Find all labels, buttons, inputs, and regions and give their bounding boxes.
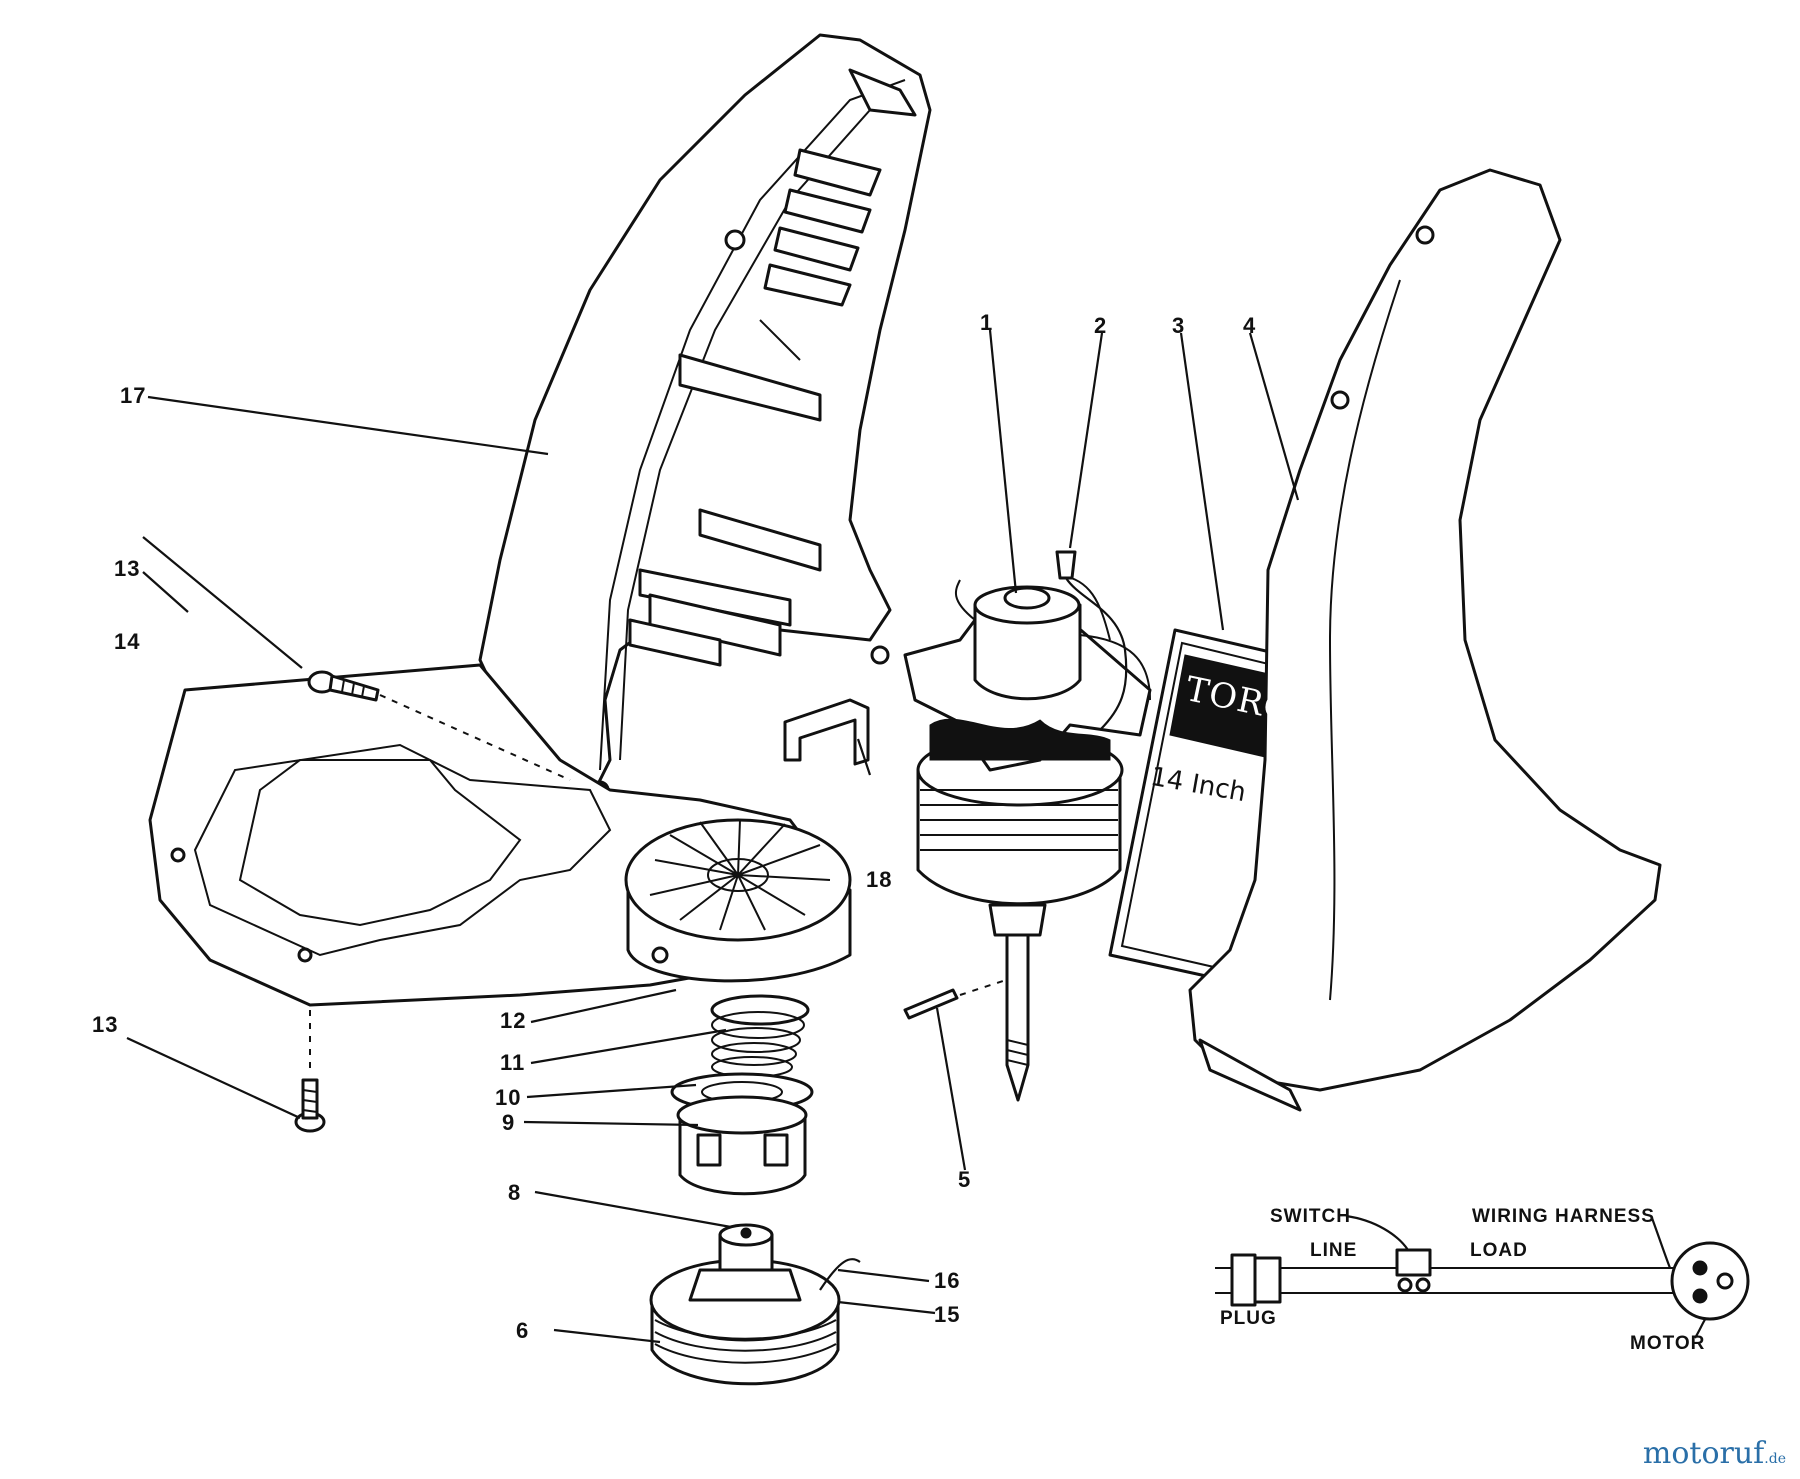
callout-18: 18 [866,867,893,892]
callout-13-upper: 13 [114,556,141,581]
callout-6: 6 [516,1318,530,1343]
fan-housing-part-12 [624,818,852,983]
watermark: motoruf.de [1643,1436,1786,1471]
motor-part-1 [903,574,1152,1102]
callout-9: 9 [502,1110,516,1135]
bracket-part-18 [783,698,870,766]
callout-5: 5 [958,1167,972,1192]
callout-12: 12 [500,1008,527,1033]
wiring-label-line: LINE [1310,1240,1358,1261]
callout-17: 16 [934,1268,961,1293]
watermark-tld: .de [1764,1451,1786,1467]
wiring-schematic [1215,1214,1750,1339]
pin-part-5 [903,988,959,1020]
spring-part-11 [710,994,810,1078]
callout-11: 11 [500,1050,526,1075]
callout-16: 15 [934,1302,961,1327]
callout-13-lower: 13 [92,1012,119,1037]
spool-assembly-parts-6-8-16-17 [649,1223,861,1386]
wiring-label-switch: SWITCH [1270,1206,1351,1227]
callout-1: 1 [980,310,994,335]
dashed-assembly-lines [309,694,1007,1075]
wiring-label-load: LOAD [1470,1240,1528,1261]
watermark-name: motoruf [1642,1436,1765,1471]
screw-part-13-upper [307,670,380,702]
wiring-label-motor: MOTOR [1630,1333,1706,1354]
shield-part-4 [1188,168,1662,1112]
handle-housing-part-15 [478,33,932,802]
callout-4: 4 [1243,313,1257,338]
callout-8: 8 [508,1180,522,1205]
leader-lines [126,329,1300,1344]
callout-2: 2 [1094,313,1108,338]
callout-10: 10 [495,1085,522,1110]
wire-nut-part-2 [1055,550,1128,731]
screw-part-13-lower [294,1078,326,1133]
callout-15: 17 [120,383,147,408]
callout-14: 14 [114,629,141,654]
wiring-label-plug: PLUG [1220,1308,1277,1329]
wiring-label-harness: WIRING HARNESS [1472,1206,1655,1227]
callout-3: 3 [1172,313,1186,338]
spool-housing-part-9 [676,1095,808,1196]
